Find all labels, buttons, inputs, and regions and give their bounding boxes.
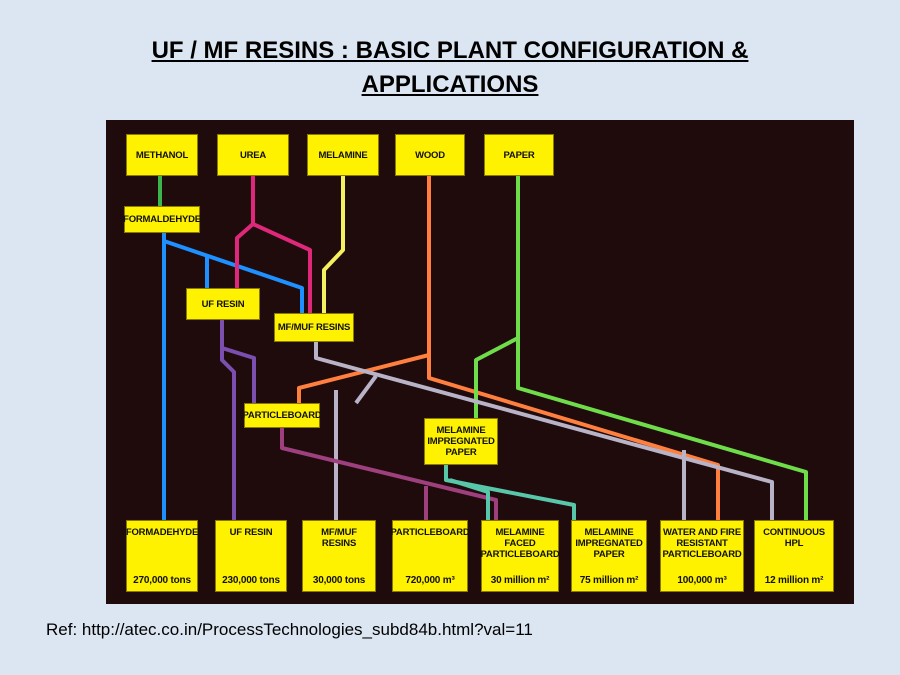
node-uf-resin: UF RESIN (186, 288, 260, 320)
line-impregnated-paper (444, 465, 576, 520)
product-name: MELAMINE FACED PARTICLEBOARD (480, 527, 560, 560)
line-mf-resin (314, 342, 774, 520)
line-wood-wfr (427, 355, 720, 520)
line-uf-resin (220, 320, 236, 520)
line-wood (297, 176, 431, 403)
node-mf-muf-resins: MF/MUF RESINS (274, 313, 354, 342)
product-formaldehyde: FORMADEHYDE 270,000 tons (126, 520, 198, 592)
product-melamine-impregnated-paper: MELAMINE IMPREGNATED PAPER 75 million m² (571, 520, 647, 592)
flow-diagram: METHANOL UREA MELAMINE WOOD PAPER FORMAL… (106, 120, 854, 604)
product-uf-resin: UF RESIN 230,000 tons (215, 520, 287, 592)
product-value: 30 million m² (490, 575, 550, 586)
product-name: UF RESIN (229, 527, 273, 538)
line-uf-particleboard (221, 346, 256, 403)
product-name: CONTINUOUS HPL (763, 527, 825, 549)
product-value: 75 million m² (579, 575, 639, 586)
line-urea-mf (252, 222, 312, 313)
node-paper: PAPER (484, 134, 554, 176)
product-name: MELAMINE IMPREGNATED PAPER (575, 527, 643, 560)
node-urea: UREA (217, 134, 289, 176)
product-value: 30,000 tons (312, 575, 366, 586)
product-value: 230,000 tons (222, 575, 280, 586)
line-mf-particleboard (354, 374, 378, 405)
line-paper-hpl (516, 338, 808, 520)
product-water-fire-resistant-particleboard: WATER AND FIRE RESISTANT PARTICLEBOARD 1… (660, 520, 744, 592)
reference-text: Ref: http://atec.co.in/ProcessTechnologi… (46, 620, 533, 639)
node-methanol: METHANOL (126, 134, 198, 176)
product-melamine-faced-particleboard: MELAMINE FACED PARTICLEBOARD 30 million … (480, 520, 560, 592)
title-line-1: UF / MF RESINS : BASIC PLANT CONFIGURATI… (151, 37, 749, 64)
product-value: 12 million m² (764, 575, 824, 586)
title-line-2: APPLICATIONS (361, 71, 539, 98)
node-particleboard: PARTICLEBOARD (242, 403, 322, 428)
line-melamine (322, 176, 345, 313)
line-paper (474, 176, 520, 418)
node-wood: WOOD (395, 134, 465, 176)
product-continuous-hpl: CONTINUOUS HPL 12 million m² (754, 520, 834, 592)
product-mf-muf-resins: MF/MUF RESINS 30,000 tons (302, 520, 376, 592)
product-name: WATER AND FIRE RESISTANT PARTICLEBOARD (662, 527, 742, 560)
node-formaldehyde: FORMALDEHYDE (123, 206, 201, 233)
product-name: PARTICLEBOARD (390, 527, 470, 538)
slide-title: UF / MF RESINS : BASIC PLANT CONFIGURATI… (0, 34, 900, 102)
product-value: 720,000 m³ (405, 575, 455, 586)
node-melamine: MELAMINE (307, 134, 379, 176)
product-value: 100,000 m³ (677, 575, 727, 586)
product-particleboard: PARTICLEBOARD 720,000 m³ (390, 520, 470, 592)
product-name: MF/MUF RESINS (321, 527, 357, 549)
flow-lines (158, 176, 808, 520)
product-name: FORMADEHYDE (125, 527, 199, 538)
node-melamine-impregnated-paper: MELAMINE IMPREGNATED PAPER (424, 418, 498, 465)
line-urea (235, 176, 255, 288)
line-impregnated-mfp (449, 478, 490, 520)
line-particleboard (280, 428, 498, 520)
product-value: 270,000 tons (133, 575, 191, 586)
line-formaldehyde-resins (163, 239, 304, 313)
